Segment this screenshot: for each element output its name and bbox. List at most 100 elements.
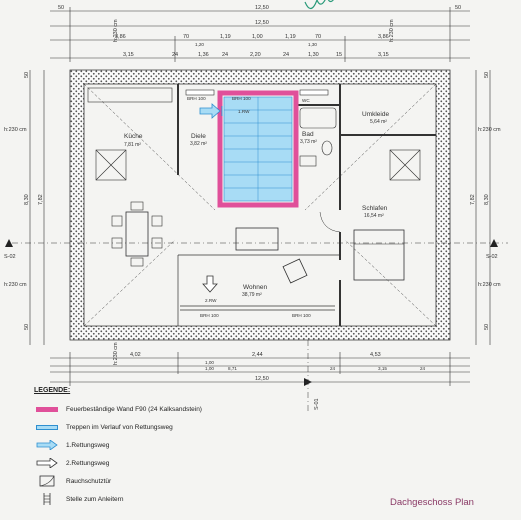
dim-seg-top-2: 1,19: [220, 34, 231, 40]
side-dimensions: [29, 70, 491, 345]
section-arrow-left-icon: [5, 239, 13, 247]
dormer-lines: [177, 254, 340, 326]
dim-right-3: 50: [484, 324, 490, 330]
legend-row-ladder: Stelle zum Anleitern: [34, 490, 334, 508]
dim-seg-top-4: 1,19: [285, 34, 296, 40]
window-top-1: [185, 89, 215, 96]
room-diele-name: Diele: [191, 133, 206, 140]
dim-height-right-upper: h:230 cm: [478, 127, 501, 133]
dim-bottom-sub-0: 1,00: [205, 360, 214, 365]
dim-height-top-right: h:230 cm: [389, 19, 395, 42]
armchair: [282, 258, 308, 284]
room-diele-area: 3,82 m²: [190, 141, 207, 147]
dim-seg-top-1: 70: [183, 34, 189, 40]
fire-wall-swatch: [34, 403, 60, 415]
room-bad-name: Bad: [302, 131, 314, 138]
brh-top-2: BRH 100: [232, 96, 251, 101]
dim-overall-bottom: 12,50: [255, 376, 269, 382]
dim-left-0: 50: [24, 72, 30, 78]
dim-overall-top: 12,50: [255, 5, 269, 11]
room-umkleide-area: 5,64 m²: [370, 119, 387, 125]
room-wohnen-name: Wohnen: [243, 284, 267, 291]
fire-wall-stair: [217, 90, 299, 208]
section-arrow-right-icon: [490, 239, 498, 247]
dim-bottom-seg-2: 4,53: [370, 352, 381, 358]
dim-seg-top-sub-1: 1,30: [308, 42, 317, 47]
dim-seg3-6: 1,30: [308, 52, 319, 58]
dim-left-3: 50: [24, 324, 30, 330]
sofa: [235, 227, 279, 251]
dim-seg3-5: 24: [283, 52, 289, 58]
dim-seg-top-0: 3,86: [115, 34, 126, 40]
wc-label: WC: [302, 98, 310, 103]
dim-height-left-lower: h:230 cm: [4, 282, 27, 288]
room-schlafen-area: 16,54 m²: [364, 213, 384, 219]
dim-height-top-left: h:230 cm: [113, 19, 119, 42]
bottom-dimensions: [50, 352, 470, 386]
dim-eave-right: 50: [455, 5, 461, 11]
dim-seg3-4: 2,20: [250, 52, 261, 58]
legend-escape1-label: 1.Rettungsweg: [66, 441, 110, 449]
legend-stairs-label: Treppen im Verlauf von Rettungsweg: [66, 423, 173, 431]
dim-seg-top-6: 3,86: [378, 34, 389, 40]
plan-title: Dachgeschoss Plan: [390, 497, 474, 508]
brh-bottom-1: BRH 100: [200, 313, 219, 318]
brh-bottom-2: BRH 100: [292, 313, 311, 318]
dim-height-bottom-left: h:230 cm: [113, 342, 119, 365]
escape-route-2-icon: [202, 275, 218, 293]
dim-overall-top2: 12,50: [255, 20, 269, 26]
top-dimensions: [50, 7, 470, 62]
legend-escape2-label: 2.Rettungsweg: [66, 459, 110, 467]
section-label-bottom: S-01: [314, 398, 320, 410]
washbasin: [299, 155, 317, 167]
dim-seg3-3: 24: [222, 52, 228, 58]
interior-walls: [177, 84, 436, 326]
dim-right-2: 7,82: [470, 194, 476, 205]
legend: LEGENDE: Feuerbeständige Wand F90 (24 Ka…: [34, 387, 334, 508]
dining-table: [125, 211, 149, 257]
dim-right-0: 50: [484, 72, 490, 78]
dim-height-left-upper: h:230 cm: [4, 127, 27, 133]
legend-ladder-label: Stelle zum Anleitern: [66, 495, 124, 503]
dim-seg-top-sub-0: 1,20: [195, 42, 204, 47]
dim-left-2: 7,82: [38, 194, 44, 205]
escape-route-1-icon: [34, 439, 60, 451]
smoke-door-icon: [34, 475, 60, 487]
door-swing: [319, 211, 341, 233]
roof-windows: [95, 149, 421, 181]
legend-title: LEGENDE:: [34, 387, 71, 394]
stair-treads: [224, 97, 292, 201]
legend-row-escape2: 2.Rettungsweg: [34, 454, 334, 472]
section-label-right: S-02: [486, 254, 498, 260]
toilet: [321, 140, 333, 156]
ladder-icon: [34, 493, 60, 505]
dim-seg-top-5: 70: [315, 34, 321, 40]
dim-right-1: 8,30: [484, 194, 490, 205]
escape-route-1-icon: [199, 103, 223, 119]
room-kueche-name: Küche: [124, 133, 143, 140]
dim-bottom-seg3-2: 24: [420, 366, 426, 371]
rw-bottom: 2.RW: [205, 298, 217, 303]
legend-row-smoke-door: Rauchschutztür: [34, 472, 334, 490]
dim-bottom-seg3-1: 3,15: [378, 366, 387, 371]
bathtub: [299, 107, 337, 129]
section-label-left: S-02: [4, 254, 16, 260]
dim-seg3-1: 24: [172, 52, 178, 58]
dim-bottom-sub-1: 1,00: [205, 366, 214, 371]
escape-route-2-icon: [34, 457, 60, 469]
dim-seg3-8: 3,15: [378, 52, 389, 58]
legend-row-escape1: 1.Rettungsweg: [34, 436, 334, 454]
dim-seg3-2: 1,36: [198, 52, 209, 58]
dim-height-right-lower: h:230 cm: [478, 282, 501, 288]
bed: [353, 229, 405, 281]
dim-seg-top-3: 1,00: [252, 34, 263, 40]
room-wohnen-area: 38,79 m²: [242, 292, 262, 298]
room-umkleide-name: Umkleide: [362, 111, 389, 118]
dim-left-1: 8,30: [24, 194, 30, 205]
kitchen-counter: [87, 87, 173, 103]
dim-bottom-sub-2: 8,71: [228, 366, 237, 371]
dim-seg3-0: 3,15: [123, 52, 134, 58]
room-schlafen-name: Schlafen: [362, 205, 388, 212]
window-top-2: [299, 89, 329, 96]
